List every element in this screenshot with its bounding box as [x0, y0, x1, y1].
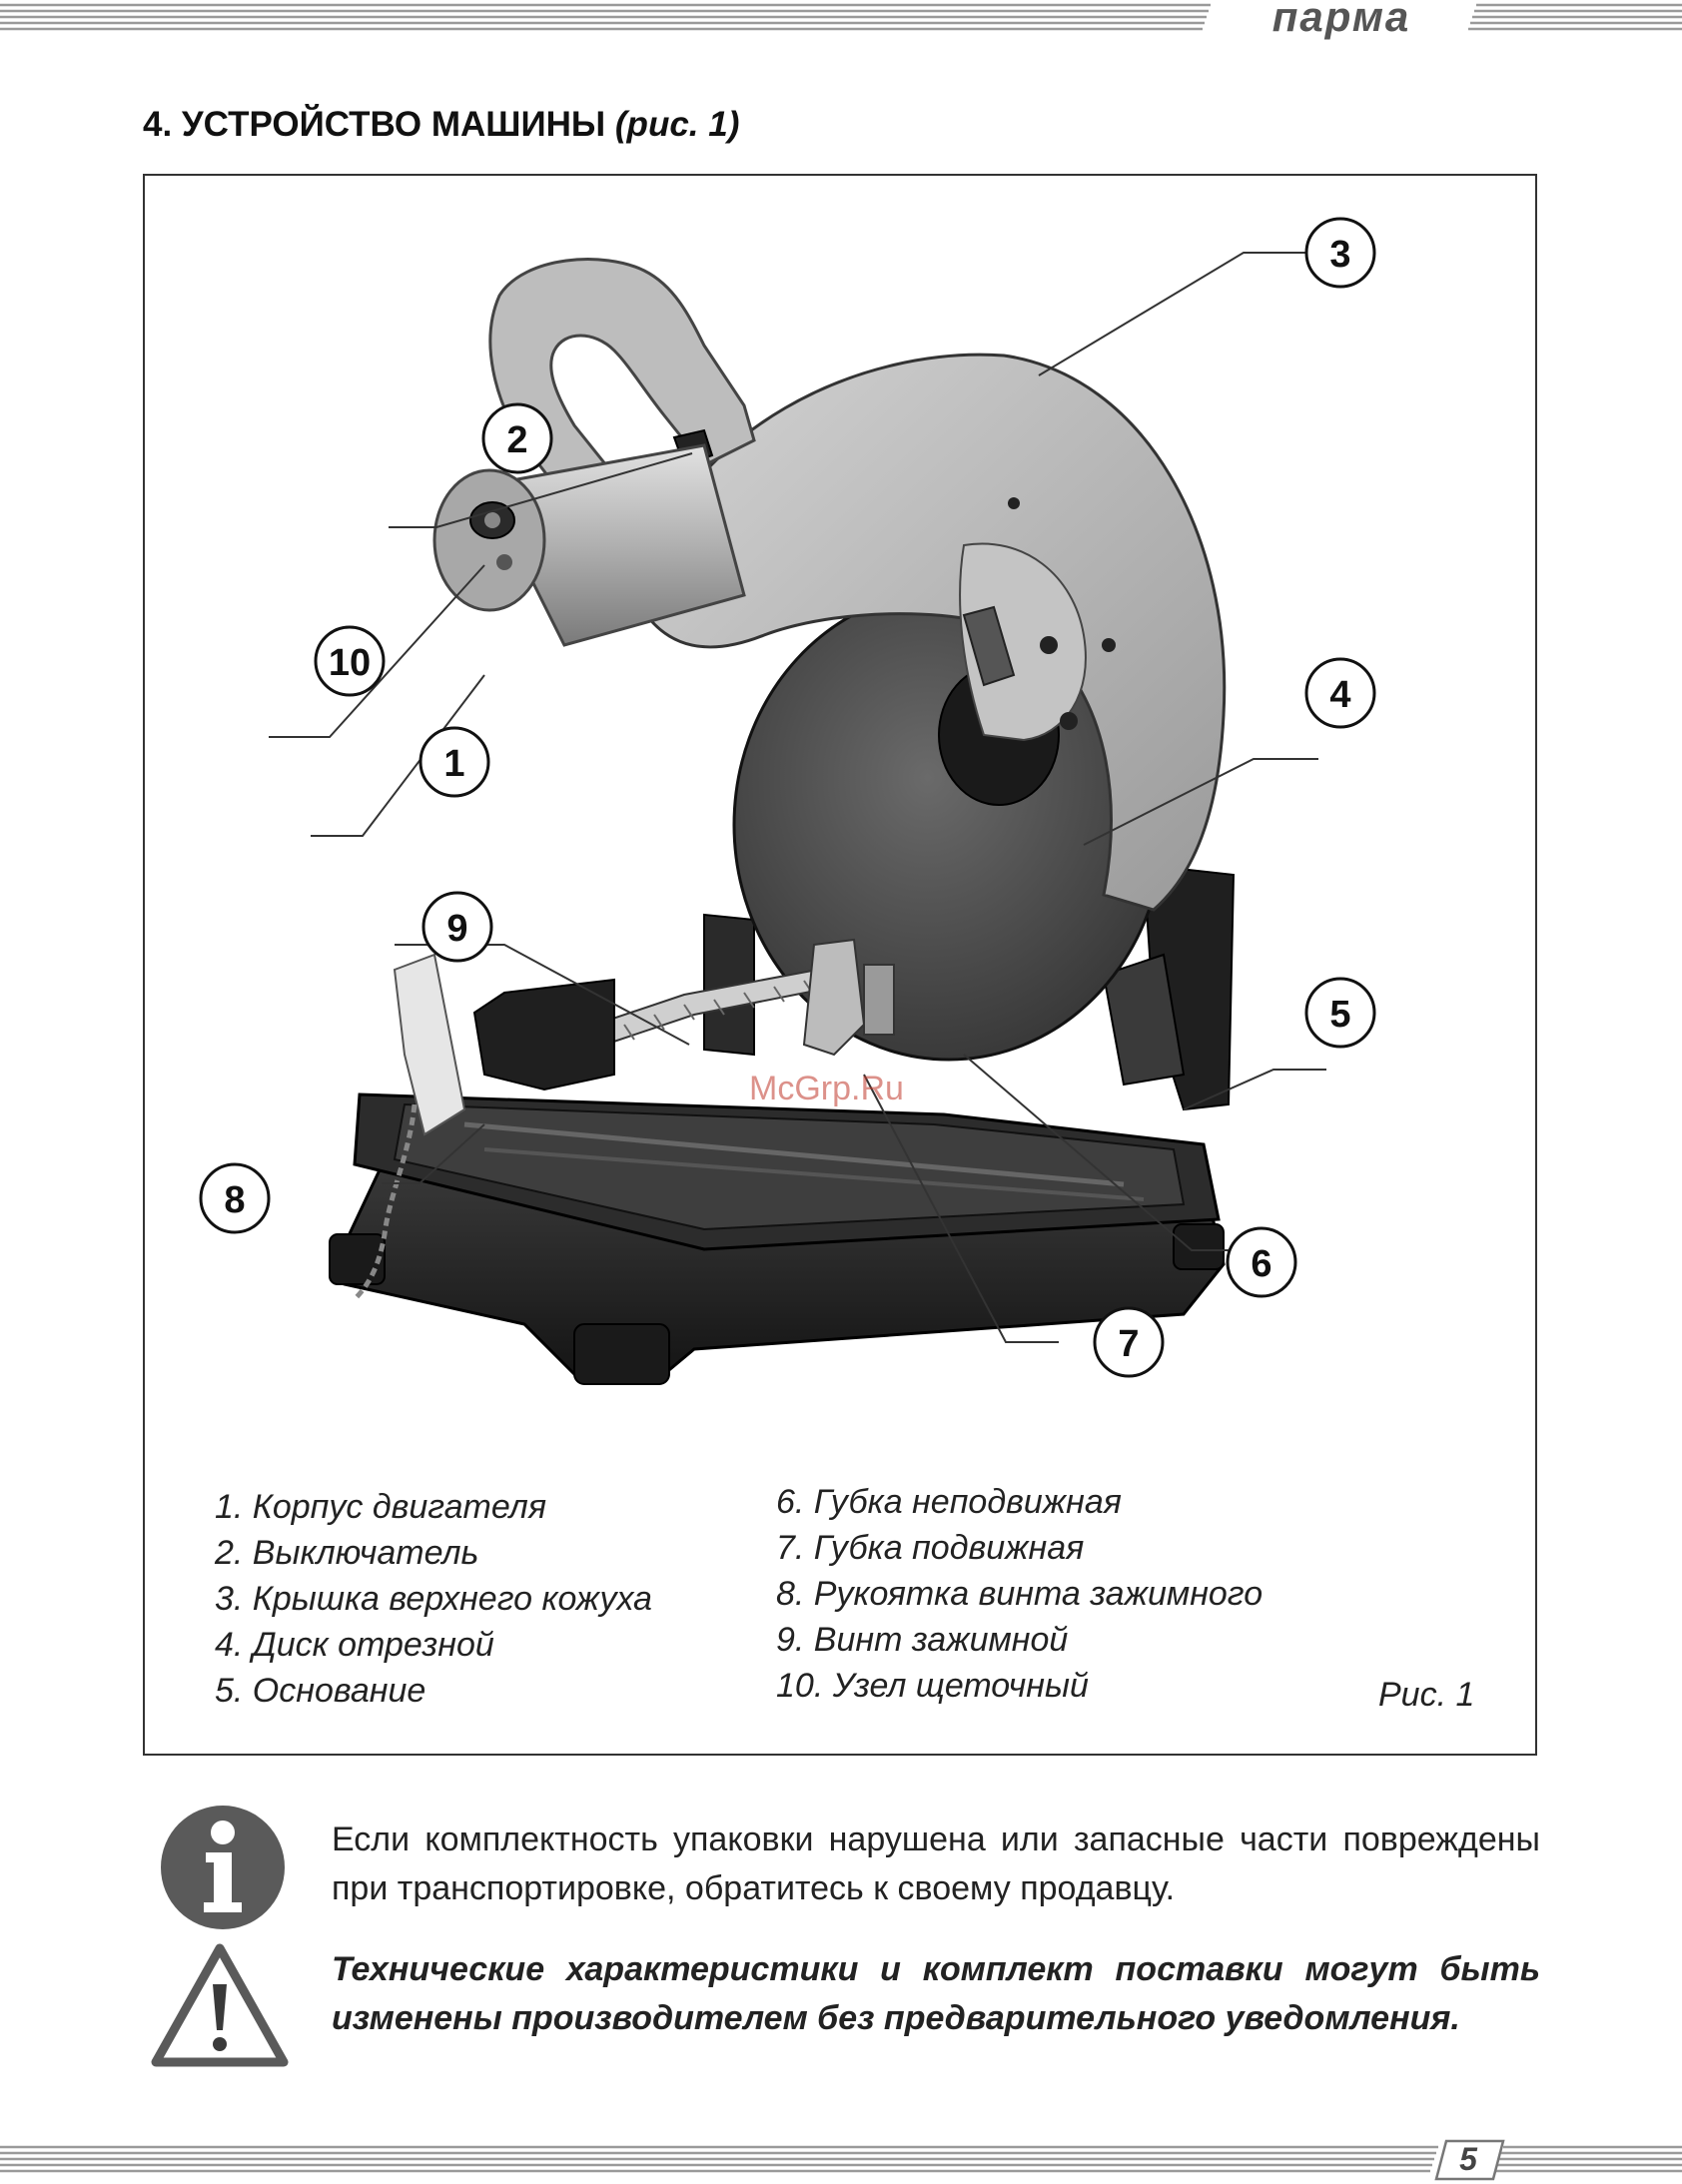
parts-legend-left: 1. Корпус двигателя 2. Выключатель 3. Кр…	[215, 1484, 652, 1714]
callout-10: 10	[314, 625, 386, 697]
legend-item: 9. Винт зажимной	[776, 1621, 1069, 1659]
fence-bracket	[1102, 953, 1186, 1087]
callout-5: 5	[1304, 977, 1376, 1049]
callout-9: 9	[421, 891, 493, 963]
svg-text:3: 3	[1329, 234, 1350, 276]
svg-text:1: 1	[443, 743, 464, 785]
svg-text:8: 8	[224, 1179, 245, 1221]
legend-item: 8. Рукоятка винта зажимного	[776, 1575, 1263, 1613]
section-title: 4. УСТРОЙСТВО МАШИНЫ (рис. 1)	[143, 105, 739, 145]
legend-item: 6. Губка неподвижная	[776, 1483, 1122, 1521]
svg-text:9: 9	[446, 908, 467, 950]
figure-frame: 3 2 10 1 4 9 5 8	[143, 174, 1537, 1756]
callout-2: 2	[481, 402, 553, 474]
svg-text:10: 10	[329, 642, 371, 684]
brand-logo: парма	[1271, 0, 1411, 40]
svg-text:2: 2	[506, 419, 527, 461]
info-note-text: Если комплектность упаковки нарушена или…	[332, 1820, 1540, 1907]
callout-7: 7	[1093, 1306, 1165, 1378]
legend-item: 5. Основание	[215, 1672, 426, 1710]
figure-caption: Рис. 1	[1378, 1676, 1475, 1714]
page-number: 5	[1459, 2141, 1477, 2177]
svg-text:5: 5	[1329, 994, 1350, 1036]
info-icon	[161, 1806, 285, 1929]
svg-text:4: 4	[1329, 674, 1350, 716]
upper-guard	[632, 353, 1227, 912]
cutoff-saw-illustration: 3 2 10 1 4 9 5 8	[199, 217, 1376, 1385]
callout-4: 4	[1304, 657, 1376, 729]
legend-item: 4. Диск отрезной	[215, 1626, 494, 1664]
callout-1: 1	[419, 726, 490, 798]
base	[329, 1092, 1226, 1385]
legend-item: 3. Крышка верхнего кожуха	[215, 1580, 652, 1618]
section-title-main: 4. УСТРОЙСТВО МАШИНЫ	[143, 105, 606, 144]
warning-icon	[151, 1943, 289, 2067]
legend-item: 10. Узел щеточный	[776, 1667, 1089, 1705]
section-title-ref: (рис. 1)	[614, 105, 740, 144]
callout-6: 6	[1226, 1226, 1297, 1298]
footer-stripes	[0, 2139, 1682, 2181]
legend-item: 1. Корпус двигателя	[215, 1488, 546, 1526]
header-stripes	[0, 3, 1682, 31]
warning-note-text: Технические характеристики и комплект по…	[332, 1950, 1540, 2037]
svg-text:6: 6	[1251, 1243, 1271, 1285]
callout-3: 3	[1304, 217, 1376, 289]
legend-item: 2. Выключатель	[215, 1534, 479, 1572]
legend-item: 7. Губка подвижная	[776, 1529, 1085, 1567]
svg-text:7: 7	[1118, 1323, 1139, 1365]
parts-legend-right: 6. Губка неподвижная 7. Губка подвижная …	[776, 1479, 1262, 1709]
vise-assembly	[353, 938, 895, 1301]
callout-8: 8	[199, 1162, 271, 1234]
watermark: McGrp.Ru	[749, 1070, 904, 1107]
